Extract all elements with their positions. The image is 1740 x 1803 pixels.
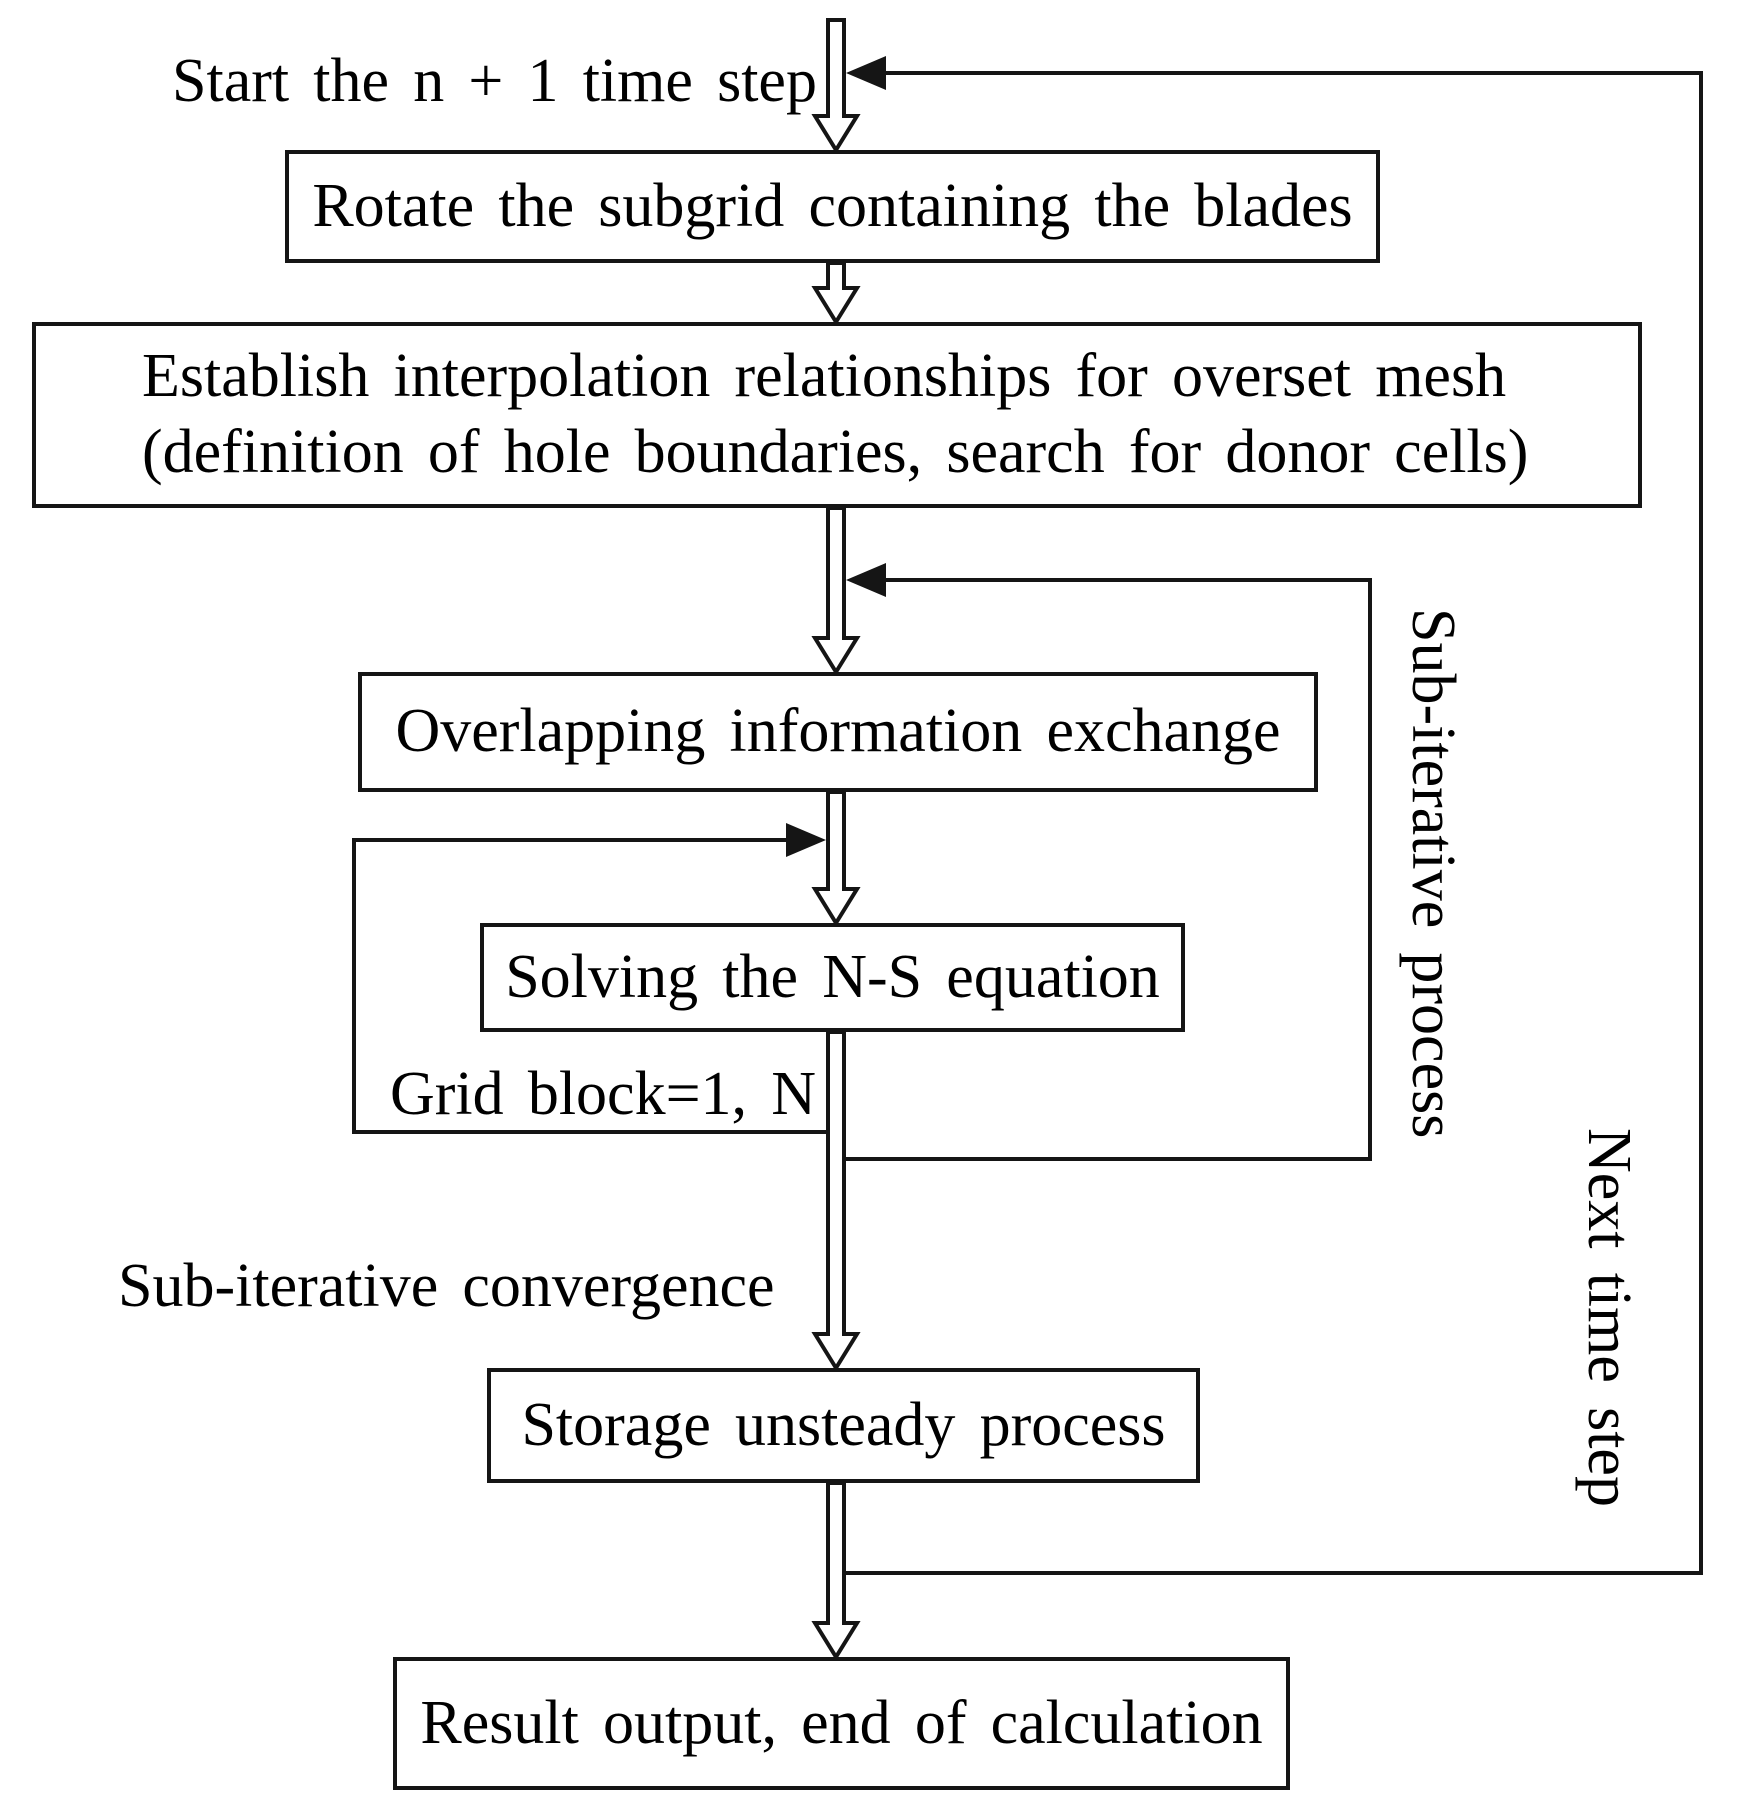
- flow-arrow-establish-to-overlap: [811, 506, 861, 676]
- flow-arrow-storage-to-result: [811, 1481, 861, 1661]
- next-time-step-loop-line: [844, 71, 1703, 1575]
- sub-iterative-arrowhead: [846, 563, 886, 597]
- establish-interpolation-line2: (definition of hole boundaries, search f…: [142, 418, 1529, 486]
- flow-arrow-overlap-to-solve: [811, 790, 861, 927]
- next-time-step-arrowhead: [846, 56, 886, 90]
- establish-interpolation-line1: Establish interpolation relationships fo…: [142, 342, 1507, 411]
- flow-arrow-solve-to-storage: [811, 1030, 861, 1372]
- sub-iterative-loop-line: [844, 578, 1372, 1161]
- sub-iterative-process-label: Sub-iterative process: [1399, 608, 1467, 1139]
- flow-arrow-rotate-to-establish: [811, 261, 861, 326]
- grid-block-loop-line: [352, 838, 828, 1134]
- rotate-subgrid-box: Rotate the subgrid containing the blades: [285, 150, 1380, 263]
- flow-arrow-start-to-rotate: [811, 18, 861, 154]
- solve-ns-equation-box: Solving the N-S equation: [480, 923, 1185, 1032]
- sub-iterative-convergence-label: Sub-iterative convergence: [118, 1252, 775, 1320]
- grid-block-arrowhead: [786, 823, 826, 857]
- next-time-step-label: Next time step: [1575, 1128, 1643, 1507]
- overlapping-exchange-box: Overlapping information exchange: [358, 672, 1318, 792]
- establish-interpolation-box: Establish interpolation relationships fo…: [32, 322, 1642, 508]
- result-output-box: Result output, end of calculation: [393, 1657, 1290, 1790]
- grid-block-label: Grid block=1, N: [390, 1060, 816, 1128]
- storage-unsteady-box: Storage unsteady process: [487, 1368, 1200, 1483]
- start-label: Start the n + 1 time step: [172, 47, 817, 115]
